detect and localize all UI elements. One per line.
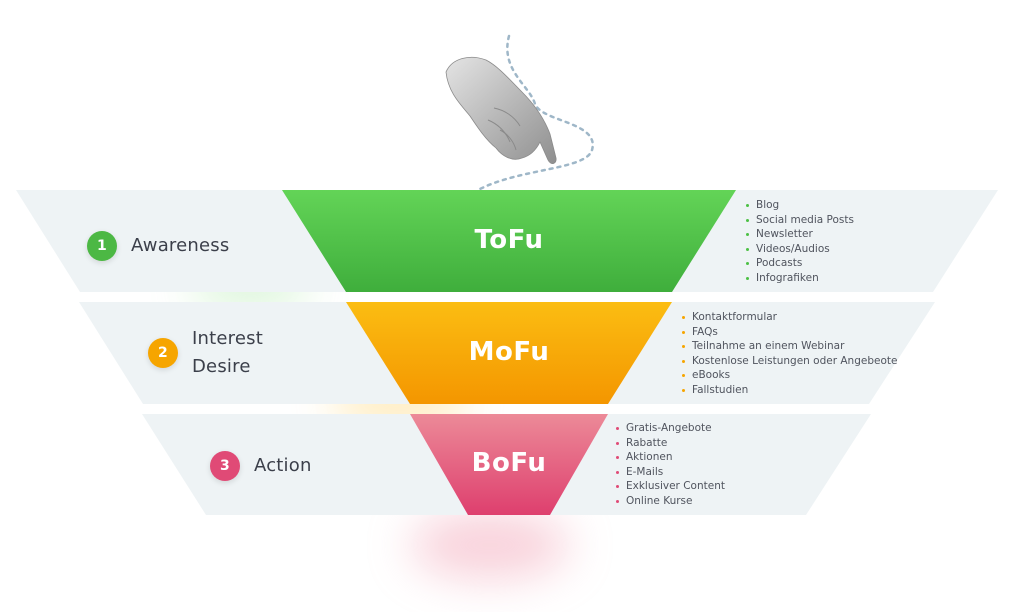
stage-1-label: 1 Awareness bbox=[87, 231, 229, 261]
stage-3-label: 3 Action bbox=[210, 451, 312, 481]
list-item: Infografiken bbox=[746, 271, 854, 286]
stage-3-number-badge: 3 bbox=[210, 451, 240, 481]
stage-2-label-line-2: Desire bbox=[192, 356, 251, 377]
stage-2-label-line-1: Interest bbox=[192, 328, 263, 349]
stage-3-label-line-1: Action bbox=[254, 455, 312, 476]
mofu-title: MoFu bbox=[468, 337, 550, 367]
list-item: Exklusiver Content bbox=[616, 479, 725, 494]
tofu-content-list: Blog Social media Posts Newsletter Video… bbox=[746, 198, 854, 286]
funnel-segment-bofu bbox=[410, 414, 608, 515]
list-item: eBooks bbox=[682, 368, 897, 383]
list-item: Online Kurse bbox=[616, 494, 725, 509]
list-item: Fallstudien bbox=[682, 383, 897, 398]
list-item: Newsletter bbox=[746, 227, 854, 242]
pink-glow bbox=[410, 511, 570, 579]
list-item: Kontaktformular bbox=[682, 310, 897, 325]
list-item: Podcasts bbox=[746, 256, 854, 271]
list-item: Teilnahme an einem Webinar bbox=[682, 339, 897, 354]
list-item: Gratis-Angebote bbox=[616, 421, 725, 436]
list-item: Social media Posts bbox=[746, 213, 854, 228]
funnel-segment-mofu bbox=[346, 302, 672, 404]
list-item: Blog bbox=[746, 198, 854, 213]
list-item: E-Mails bbox=[616, 465, 725, 480]
stage-2-label: 2 Interest Desire bbox=[148, 325, 263, 381]
stage-1-number-badge: 1 bbox=[87, 231, 117, 261]
bofu-content-list: Gratis-Angebote Rabatte Aktionen E-Mails… bbox=[616, 421, 725, 509]
tofu-title: ToFu bbox=[474, 225, 544, 255]
list-item: Kostenlose Leistungen oder Angebeote bbox=[682, 354, 897, 369]
stage-1-label-line-1: Awareness bbox=[131, 235, 230, 256]
list-item: Aktionen bbox=[616, 450, 725, 465]
funnel-segment-tofu bbox=[282, 190, 736, 292]
dotted-path bbox=[476, 34, 594, 192]
list-item: Videos/Audios bbox=[746, 242, 854, 257]
mofu-content-list: Kontaktformular FAQs Teilnahme an einem … bbox=[682, 310, 897, 398]
pointing-hand-icon bbox=[445, 56, 557, 164]
list-item: FAQs bbox=[682, 325, 897, 340]
stage-2-number-badge: 2 bbox=[148, 338, 178, 368]
bofu-title: BoFu bbox=[471, 448, 547, 478]
list-item: Rabatte bbox=[616, 436, 725, 451]
